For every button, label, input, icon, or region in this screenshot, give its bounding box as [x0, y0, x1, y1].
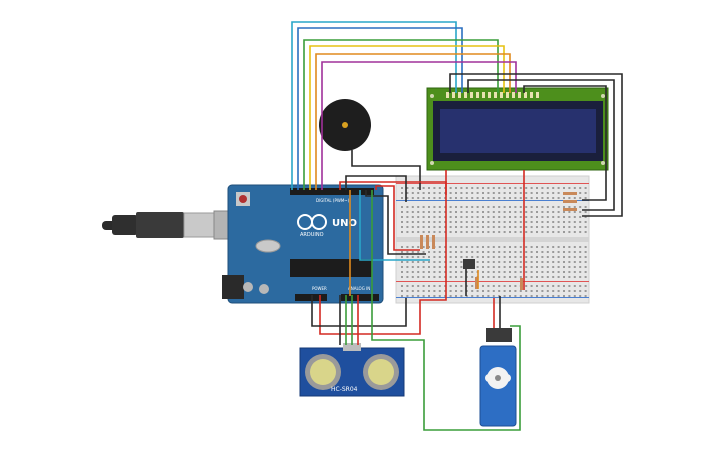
usb-cable — [102, 210, 237, 240]
analog-header-label: ANALOG IN — [348, 286, 370, 291]
resistor-group-led — [420, 235, 435, 249]
power-header-label: POWER — [312, 286, 327, 291]
board-sub-brand: ARDUINO — [300, 232, 324, 238]
piezo-buzzer — [319, 99, 371, 151]
lcd-display — [426, 87, 609, 171]
sensor-model-label: HC-SR04 — [331, 386, 358, 393]
digital-header-label: DIGITAL (PWM~) — [316, 198, 350, 203]
lcd-pin-row — [446, 92, 539, 98]
ultrasonic-sensor: HC-SR04 — [299, 343, 405, 397]
wires — [291, 21, 623, 431]
resistor-single — [475, 277, 523, 290]
resistor-group-lcd — [563, 192, 577, 211]
board-brand: UNO — [332, 218, 357, 229]
breadboard — [395, 175, 590, 304]
potentiometer — [463, 259, 475, 269]
servo-motor — [479, 328, 517, 427]
arduino-uno: UNO ARDUINO DIGITAL (PWM~) POWER ANALOG … — [222, 184, 384, 304]
